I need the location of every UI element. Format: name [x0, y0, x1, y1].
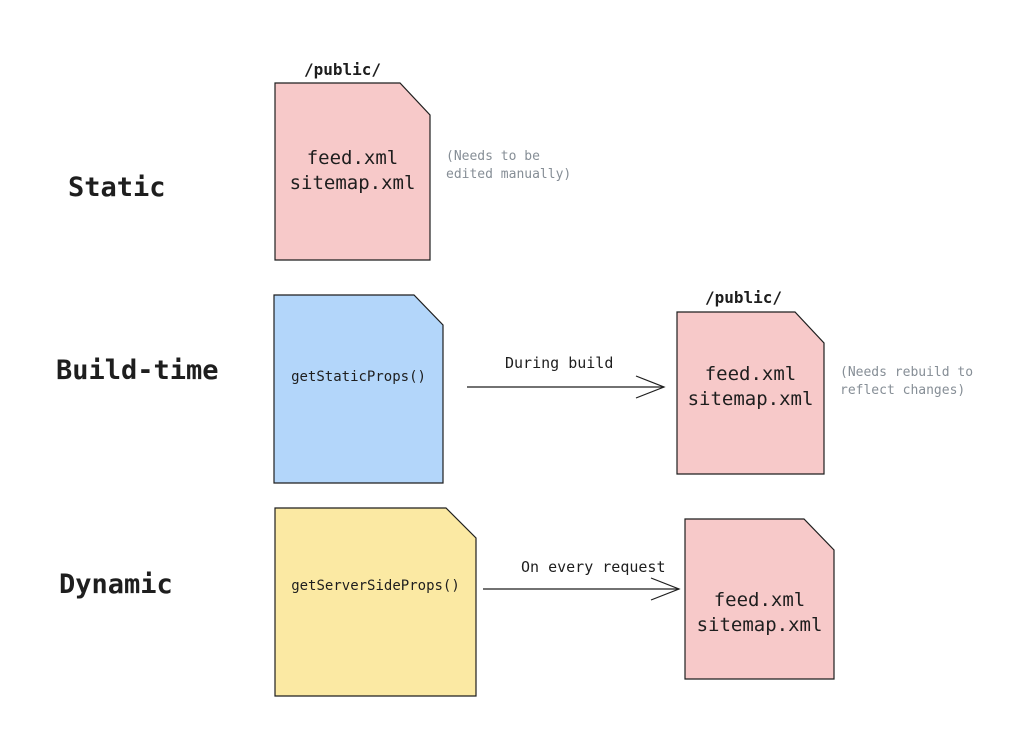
- build-output-document: [676, 311, 825, 475]
- dynamic-output-document-text: feed.xml sitemap.xml: [685, 588, 834, 638]
- dynamic-source-document: [274, 507, 477, 697]
- dynamic-sitemap-filename: sitemap.xml: [696, 614, 823, 636]
- build-output-document-text: feed.xml sitemap.xml: [677, 362, 824, 412]
- static-sitemap-filename: sitemap.xml: [289, 172, 416, 194]
- build-arrow-label: During build: [505, 354, 614, 372]
- build-folder-label: /public/: [705, 288, 783, 307]
- static-output-document: [274, 82, 431, 261]
- static-folder-label: /public/: [304, 60, 382, 79]
- static-document-text: feed.xml sitemap.xml: [275, 146, 430, 196]
- dynamic-arrow: [483, 577, 681, 601]
- static-note-line-2: edited manually): [446, 167, 572, 182]
- build-note-line-1: (Needs rebuild to: [840, 365, 974, 380]
- static-feed-filename: feed.xml: [306, 147, 399, 169]
- static-row-label: Static: [68, 172, 166, 203]
- build-note-line-2: reflect changes): [840, 383, 966, 398]
- build-time-row-label: Build-time: [56, 355, 219, 386]
- build-feed-filename: feed.xml: [704, 363, 797, 385]
- dynamic-arrow-label: On every request: [521, 558, 666, 576]
- dynamic-row-label: Dynamic: [59, 569, 173, 600]
- dynamic-output-document: [684, 518, 835, 680]
- build-source-function: getStaticProps(): [291, 369, 426, 385]
- build-sitemap-filename: sitemap.xml: [687, 388, 814, 410]
- static-note: (Needs to be edited manually): [446, 148, 571, 184]
- build-source-document: [273, 294, 444, 484]
- dynamic-source-function: getServerSideProps(): [291, 578, 460, 594]
- build-note: (Needs rebuild to reflect changes): [840, 364, 973, 400]
- build-arrow: [467, 375, 666, 399]
- dynamic-feed-filename: feed.xml: [713, 589, 806, 611]
- static-note-line-1: (Needs to be: [446, 149, 540, 164]
